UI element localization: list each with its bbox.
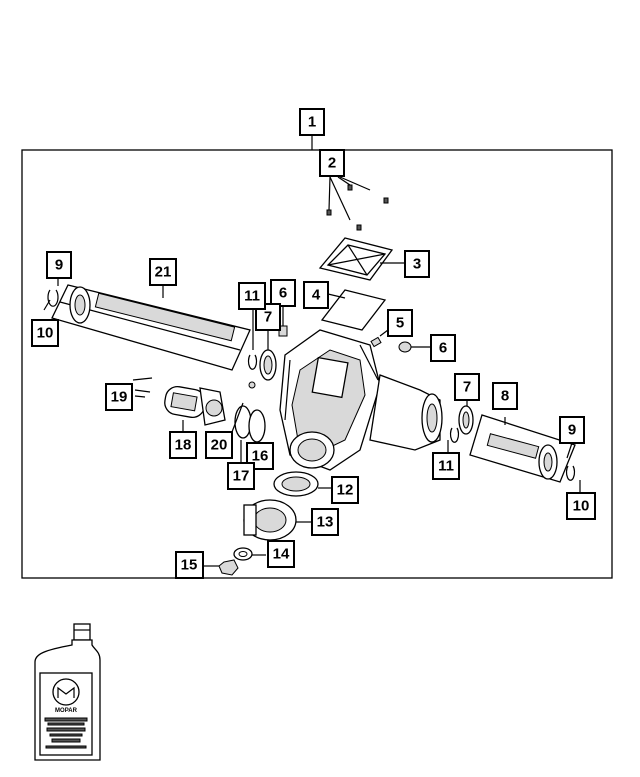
svg-text:1: 1: [308, 114, 316, 131]
svg-text:11: 11: [438, 458, 454, 475]
vent-part-5: [370, 329, 389, 348]
svg-text:21: 21: [155, 264, 172, 281]
snap-ring-left: [43, 276, 59, 311]
callout-6-right: 6: [430, 334, 456, 362]
flange-part-13: [243, 499, 312, 541]
callout-2: 2: [319, 149, 345, 177]
callout-12: 12: [331, 476, 359, 504]
svg-text:9: 9: [55, 257, 63, 274]
callout-10-left: 10: [31, 319, 59, 347]
svg-text:16: 16: [252, 448, 269, 465]
callout-18: 18: [169, 431, 197, 459]
callout-15: 15: [175, 551, 204, 579]
callout-7-right: 7: [454, 373, 480, 401]
nut-part-15: [203, 559, 239, 576]
svg-text:7: 7: [463, 379, 471, 396]
svg-text:10: 10: [573, 498, 590, 515]
callout-13: 13: [311, 508, 339, 536]
plug-part-6-right: [398, 341, 430, 353]
svg-text:15: 15: [181, 557, 198, 574]
shaft-part-21: [51, 284, 251, 371]
callout-20: 20: [205, 431, 233, 459]
transfer-case-housing: [279, 329, 443, 471]
svg-text:17: 17: [233, 468, 250, 485]
svg-text:19: 19: [111, 389, 128, 406]
callout-11-left: 11: [238, 282, 266, 310]
svg-text:6: 6: [439, 340, 447, 357]
screws-part-2: [326, 176, 389, 231]
actuator-part-18: [164, 385, 226, 432]
callout-8: 8: [492, 382, 518, 410]
callout-5: 5: [387, 309, 413, 337]
seal-part-7-left: [259, 329, 277, 381]
svg-text:7: 7: [264, 309, 272, 326]
callout-4: 4: [303, 281, 329, 309]
svg-text:2: 2: [328, 155, 336, 172]
svg-text:13: 13: [317, 514, 334, 531]
callout-1: 1: [299, 108, 325, 136]
svg-text:6: 6: [279, 285, 287, 302]
fluid-bottle: MOPAR: [34, 623, 101, 761]
svg-text:11: 11: [244, 288, 260, 305]
callout-10-right: 10: [566, 492, 596, 520]
bottle-brand-label: MOPAR: [55, 708, 78, 714]
svg-text:12: 12: [337, 482, 354, 499]
callout-9-left: 9: [46, 251, 72, 279]
svg-text:8: 8: [501, 388, 509, 405]
callout-14: 14: [267, 540, 295, 568]
assembly-frame: [21, 149, 613, 579]
screws-part-19: [132, 377, 153, 398]
gasket-part-4: [320, 289, 387, 331]
ring-part-11-left: [247, 306, 258, 370]
svg-text:20: 20: [211, 437, 228, 454]
ring-part-11-right: [447, 427, 460, 455]
cover-plate-part-3: [318, 237, 404, 281]
svg-text:14: 14: [273, 546, 290, 563]
callout-21: 21: [149, 258, 177, 286]
svg-text:3: 3: [413, 256, 421, 273]
callout-17: 17: [227, 462, 255, 490]
callout-6-left: 6: [270, 279, 296, 307]
o-rings-parts-16-17-20: [231, 381, 266, 465]
callout-11-right: 11: [432, 452, 460, 480]
svg-text:10: 10: [37, 325, 54, 342]
seal-part-7-right: [458, 398, 474, 435]
callout-19: 19: [105, 383, 133, 411]
callout-3: 3: [404, 250, 430, 278]
svg-text:5: 5: [396, 315, 404, 332]
svg-text:18: 18: [175, 437, 192, 454]
svg-text:4: 4: [312, 287, 321, 304]
seal-part-12: [273, 471, 332, 497]
shaft-part-8: [469, 414, 576, 483]
washer-part-14: [233, 547, 266, 561]
snap-ring-right: [565, 442, 581, 492]
callout-9-right: 9: [559, 416, 585, 444]
svg-text:9: 9: [568, 422, 576, 439]
